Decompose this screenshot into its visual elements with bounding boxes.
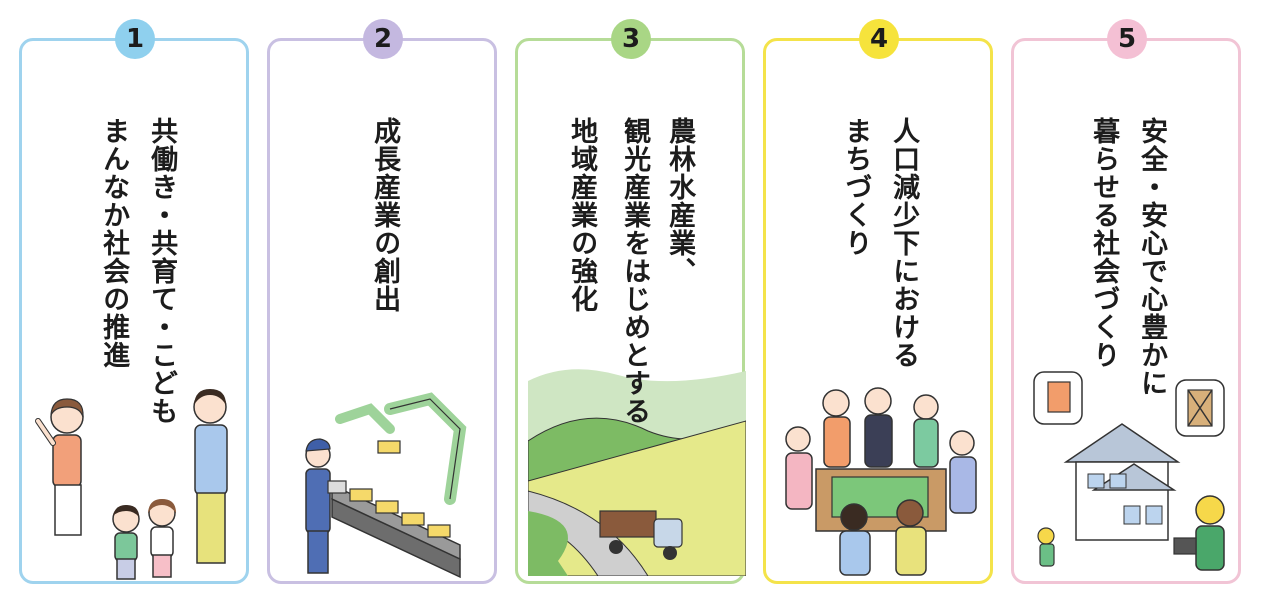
card-number-badge: 3 xyxy=(611,19,651,59)
card-title-line-1: 共働き・共育て・こども xyxy=(146,117,178,425)
card-title-line-2: 観光産業をはじめとする xyxy=(619,117,651,425)
card-title-line-2: 暮らせる社会づくり xyxy=(1088,117,1120,369)
card-title-line-1: 人口減少下における xyxy=(888,117,920,369)
card-3: 3 農林水産業、 観光産業をはじめとする 地域産業の強化 xyxy=(515,19,746,584)
card-1: 1 共働き・共育て・こども まんなか社会の推進 xyxy=(19,19,249,584)
family-illustration xyxy=(35,389,228,580)
card-title-line-2: まちづくり xyxy=(840,117,872,257)
factory-robot-illustration xyxy=(305,392,467,579)
card-title-line-1: 成長産業の創出 xyxy=(369,117,401,313)
card-number-badge: 2 xyxy=(363,19,403,59)
card-number-badge: 5 xyxy=(1107,19,1147,59)
rural-landscape-illustration xyxy=(528,369,746,576)
card-title-line-2: まんなか社会の推進 xyxy=(98,117,130,369)
card-title-line-1: 農林水産業、 xyxy=(664,117,696,285)
card-4: 4 人口減少下における まちづくり xyxy=(763,19,993,584)
card-5: 5 安全・安心で心豊かに 暮らせる社会づくり xyxy=(1011,19,1241,584)
card-title-line-3: 地域産業の強化 xyxy=(566,117,598,313)
card-number-badge: 4 xyxy=(859,19,899,59)
house-safety-illustration xyxy=(1033,371,1225,571)
card-2: 2 成長産業の創出 xyxy=(267,19,497,584)
card-number-badge: 1 xyxy=(115,19,155,59)
card-title-line-1: 安全・安心で心豊かに xyxy=(1136,117,1168,397)
community-meeting-illustration xyxy=(785,387,977,576)
